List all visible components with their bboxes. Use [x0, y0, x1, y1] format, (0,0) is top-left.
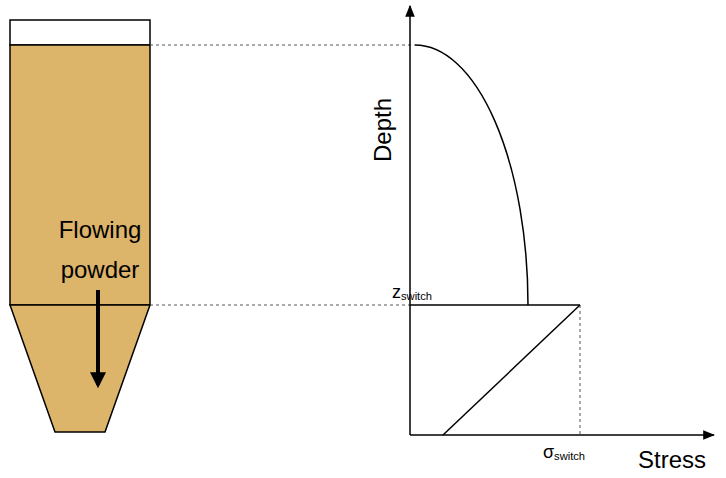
depth-axis	[409, 6, 411, 435]
guide-line	[580, 305, 581, 435]
guide-line	[150, 305, 410, 306]
node-text: Flowing powder	[50, 210, 150, 290]
hopper-stress-line	[443, 305, 580, 435]
stress-marker: σswitch	[543, 442, 585, 463]
silo-node: Flowing powder	[10, 45, 150, 305]
stress-axis	[410, 434, 714, 436]
guide-line	[150, 45, 415, 46]
silo-headspace	[10, 20, 150, 45]
switch-line	[410, 304, 580, 306]
flow-arrow	[96, 290, 100, 385]
depth-marker: zswitch	[392, 282, 432, 303]
axis-title: Stress	[638, 446, 706, 474]
silo-hopper	[10, 305, 150, 432]
silo-cylinder	[10, 45, 150, 305]
axis-title: Depth	[369, 98, 397, 162]
janssen-curve	[415, 45, 528, 305]
